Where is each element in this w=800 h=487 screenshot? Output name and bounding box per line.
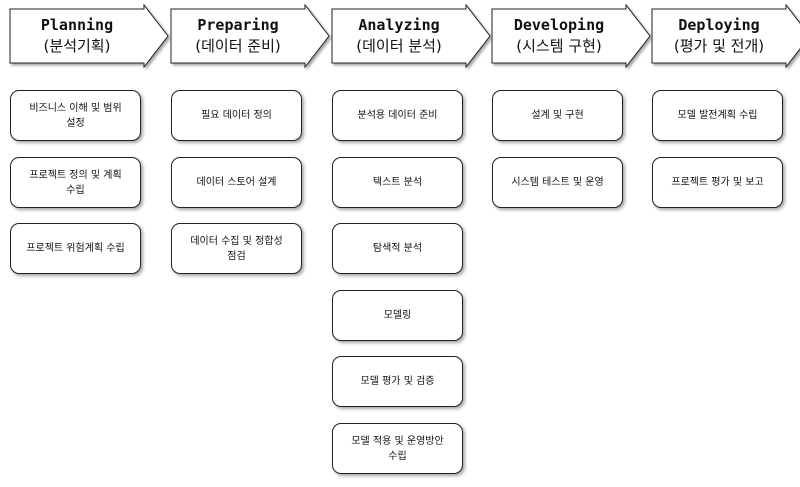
phase-subtitle: (데이터 분석) [356, 37, 442, 55]
phase-name: Deploying [678, 16, 760, 34]
task-box: 시스템 테스트 및 운영 [492, 157, 623, 208]
task-box: 모델 발전계획 수립 [652, 90, 783, 141]
phase-subtitle: (데이터 준비) [195, 37, 281, 55]
phase-subtitle: (시스템 구현) [516, 37, 602, 55]
task-box: 모델 적용 및 운영방안 수립 [332, 423, 463, 474]
task-box: 분석용 데이터 준비 [332, 90, 463, 141]
task-box: 비즈니스 이해 및 범위 설정 [10, 90, 141, 141]
phase-arrow-planning [9, 3, 169, 69]
task-box: 텍스트 분석 [332, 157, 463, 208]
phase-name: Planning [40, 16, 114, 34]
task-box: 프로젝트 정의 및 계획 수립 [10, 157, 141, 208]
phase-label-preparing: Preparing (데이터 준비) [171, 12, 305, 60]
phase-subtitle: (평가 및 전개) [673, 37, 765, 55]
task-box: 프로젝트 평가 및 보고 [652, 157, 783, 208]
phase-subtitle: (분석기획) [43, 37, 111, 55]
phase-label-planning: Planning (분석기획) [10, 12, 144, 60]
phase-label-analyzing: Analyzing (데이터 분석) [332, 12, 466, 60]
task-box: 데이터 수집 및 정합성 점검 [171, 223, 302, 274]
task-box: 설계 및 구현 [492, 90, 623, 141]
task-box: 모델 평가 및 검증 [332, 356, 463, 407]
task-box: 모델링 [332, 290, 463, 341]
phase-arrow-deploying [651, 3, 800, 69]
phase-label-developing: Developing (시스템 구현) [492, 12, 626, 60]
phase-arrow-preparing [170, 3, 330, 69]
task-box: 데이터 스토어 설계 [171, 157, 302, 208]
phase-name: Preparing [197, 16, 279, 34]
phase-name: Developing [513, 16, 605, 34]
phase-name: Analyzing [358, 16, 440, 34]
task-box: 프로젝트 위험계획 수립 [10, 223, 141, 274]
phase-arrow-developing [491, 3, 651, 69]
task-box: 필요 데이터 정의 [171, 90, 302, 141]
phase-arrow-analyzing [331, 3, 491, 69]
task-box: 탐색적 분석 [332, 223, 463, 274]
phase-label-deploying: Deploying (평가 및 전개) [652, 12, 786, 60]
